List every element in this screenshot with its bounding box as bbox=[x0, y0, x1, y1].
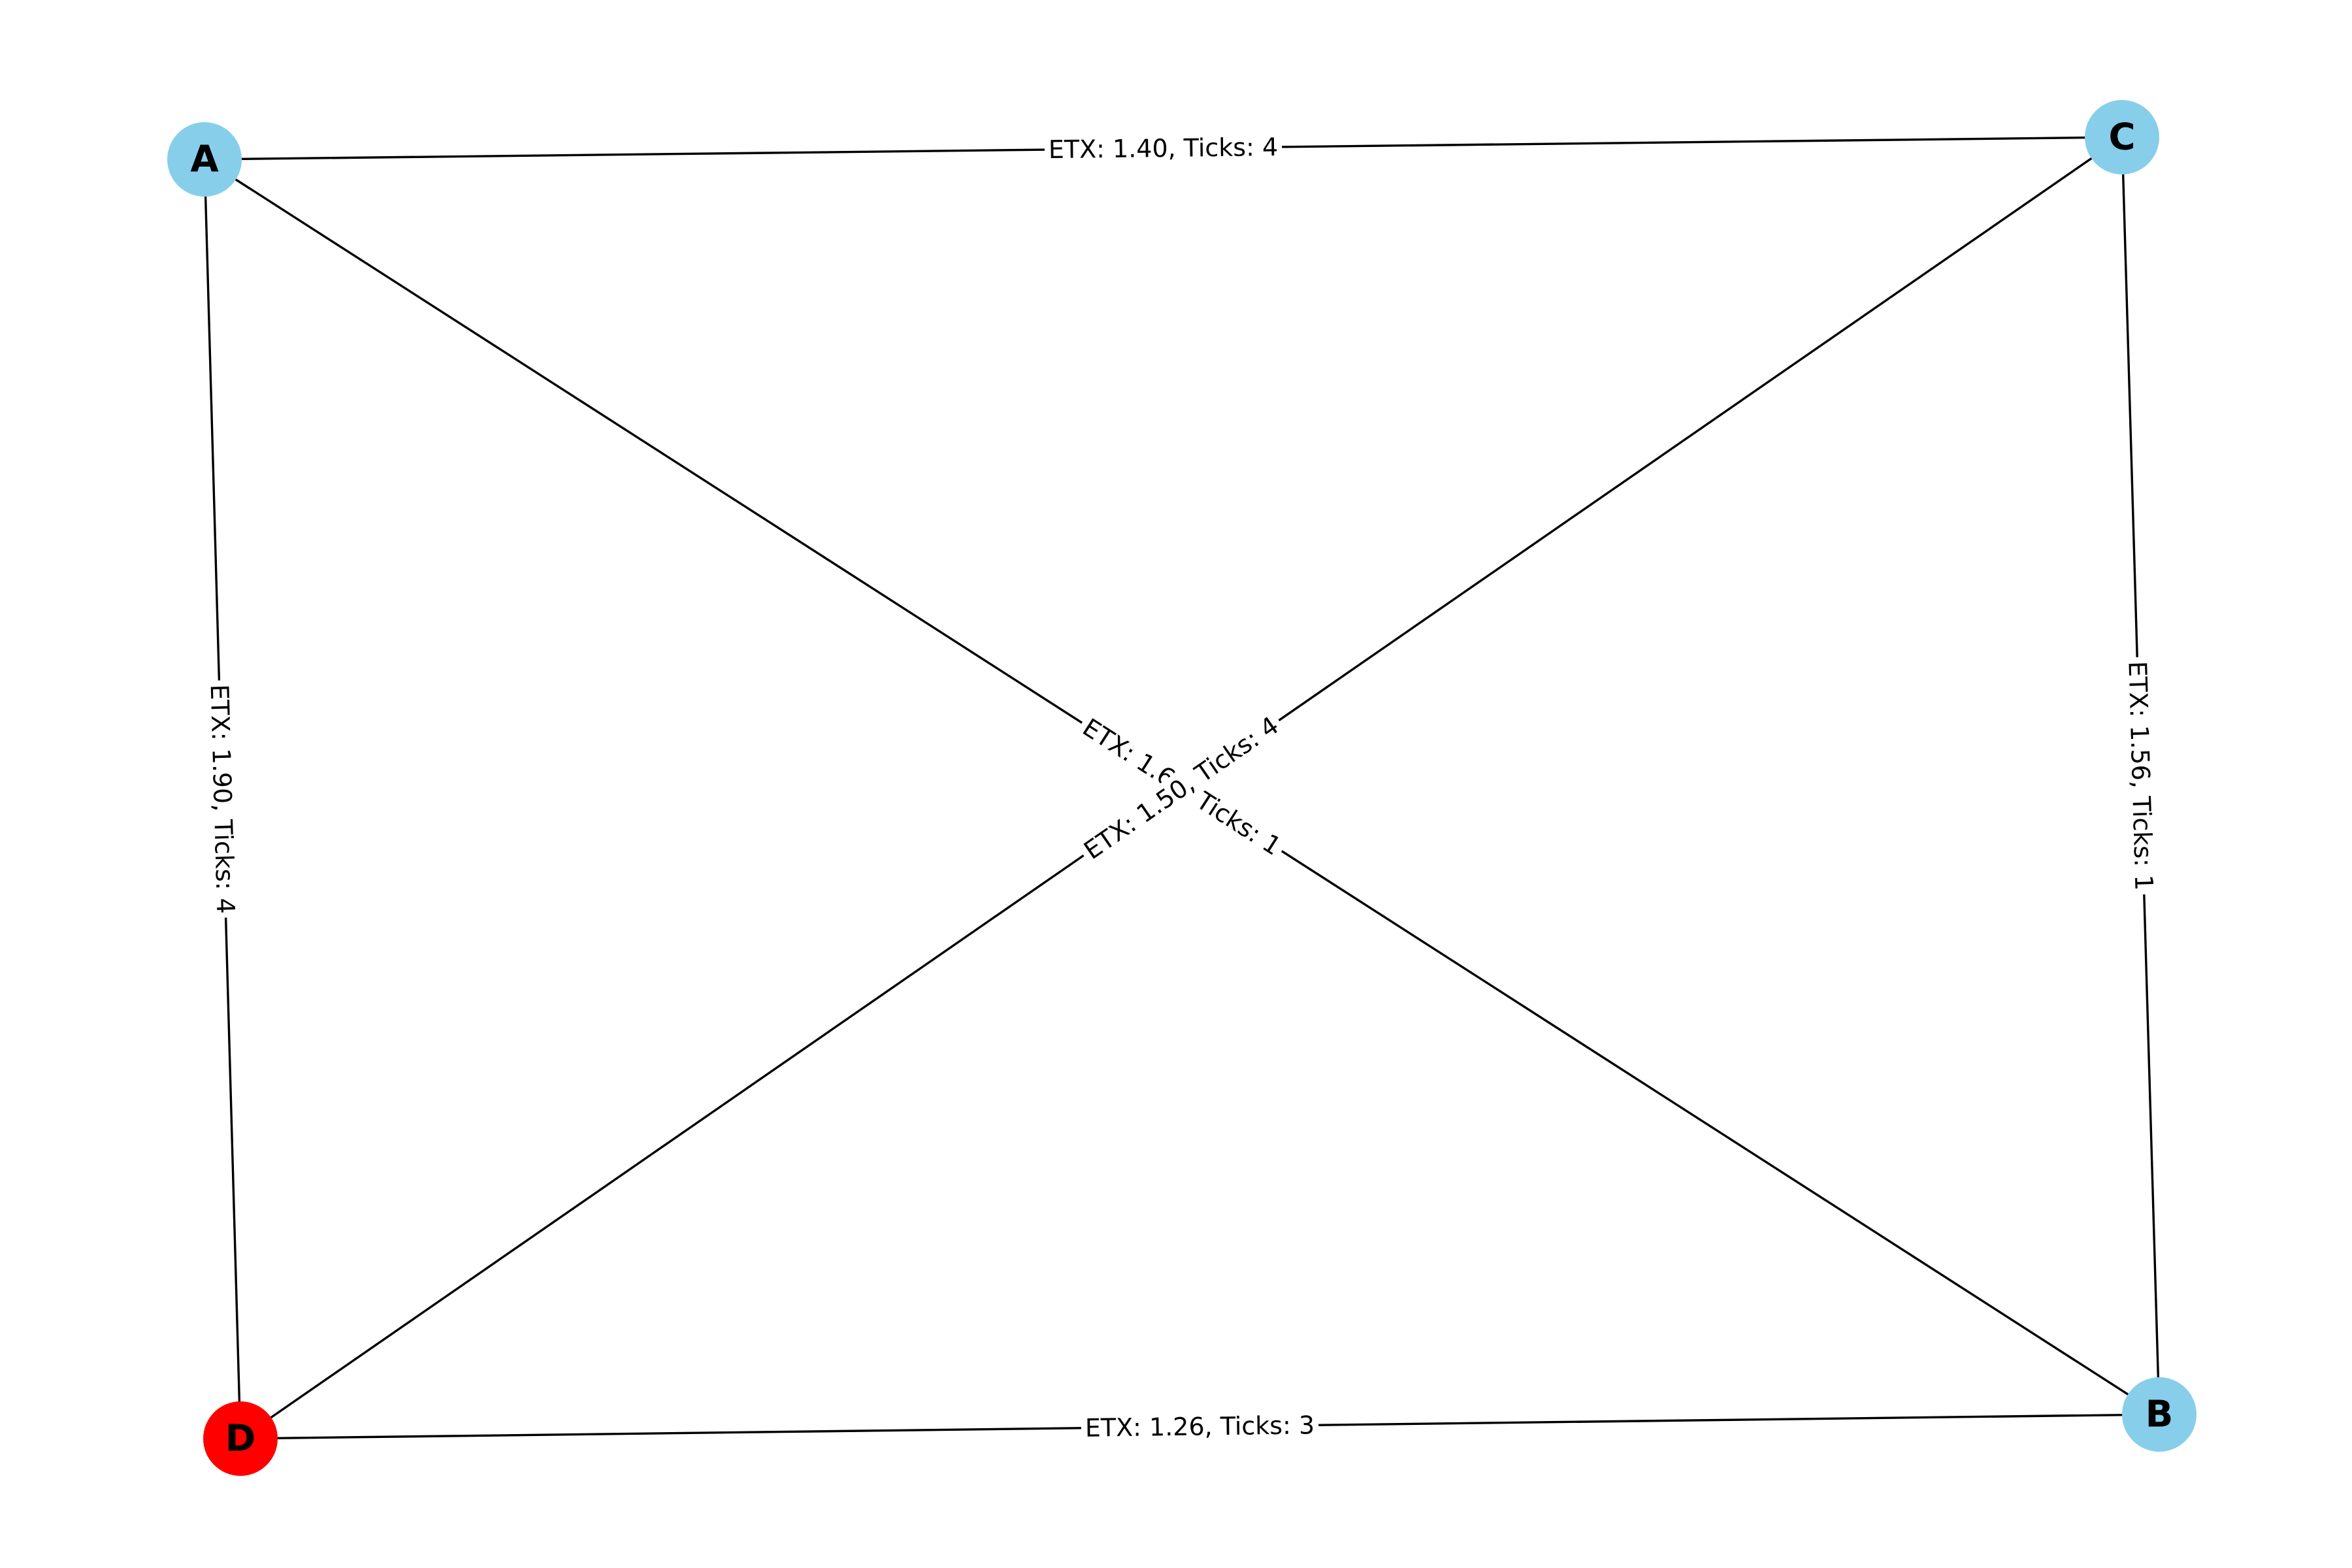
node-b: B bbox=[2122, 1377, 2197, 1452]
edge-c-b-label-background bbox=[2121, 657, 2160, 895]
node-d-circle bbox=[203, 1401, 278, 1476]
edge-d-b-label-group: ETX: 1.26, Ticks: 3 bbox=[1081, 1409, 1319, 1444]
edge-d-b-label-background bbox=[1081, 1409, 1319, 1444]
edge-c-b-label: ETX: 1.56, Ticks: 1 bbox=[2123, 661, 2158, 890]
node-a: A bbox=[167, 122, 242, 197]
edge-a-d-label-group: ETX: 1.90, Ticks: 4 bbox=[203, 679, 242, 919]
node-d-label: D bbox=[225, 1418, 255, 1460]
edge-d-c-label-background bbox=[1074, 707, 1288, 869]
node-c: C bbox=[2085, 100, 2159, 174]
node-b-circle bbox=[2122, 1377, 2197, 1452]
node-a-label: A bbox=[190, 139, 219, 181]
node-b-label: B bbox=[2146, 1394, 2174, 1436]
edge-c-b-label-group: ETX: 1.56, Ticks: 1 bbox=[2121, 657, 2160, 895]
node-c-circle bbox=[2085, 100, 2159, 174]
node-c-label: C bbox=[2108, 116, 2135, 159]
edge-a-c-label: ETX: 1.40, Ticks: 4 bbox=[1049, 133, 1279, 164]
edge-a-d-label: ETX: 1.90, Ticks: 4 bbox=[205, 684, 240, 914]
edge-d-b-label: ETX: 1.26, Ticks: 3 bbox=[1085, 1411, 1315, 1442]
node-d: D bbox=[203, 1401, 278, 1476]
nodes-layer: A C B D bbox=[167, 100, 2197, 1476]
node-a-circle bbox=[167, 122, 242, 197]
edge-a-d-label-background bbox=[203, 679, 242, 919]
edge-a-c-label-background bbox=[1044, 131, 1282, 166]
edge-a-c-label-group: ETX: 1.40, Ticks: 4 bbox=[1044, 131, 1282, 166]
edge-labels-layer: ETX: 1.40, Ticks: 4 ETX: 1.90, Ticks: 4 ET… bbox=[203, 131, 2160, 1444]
